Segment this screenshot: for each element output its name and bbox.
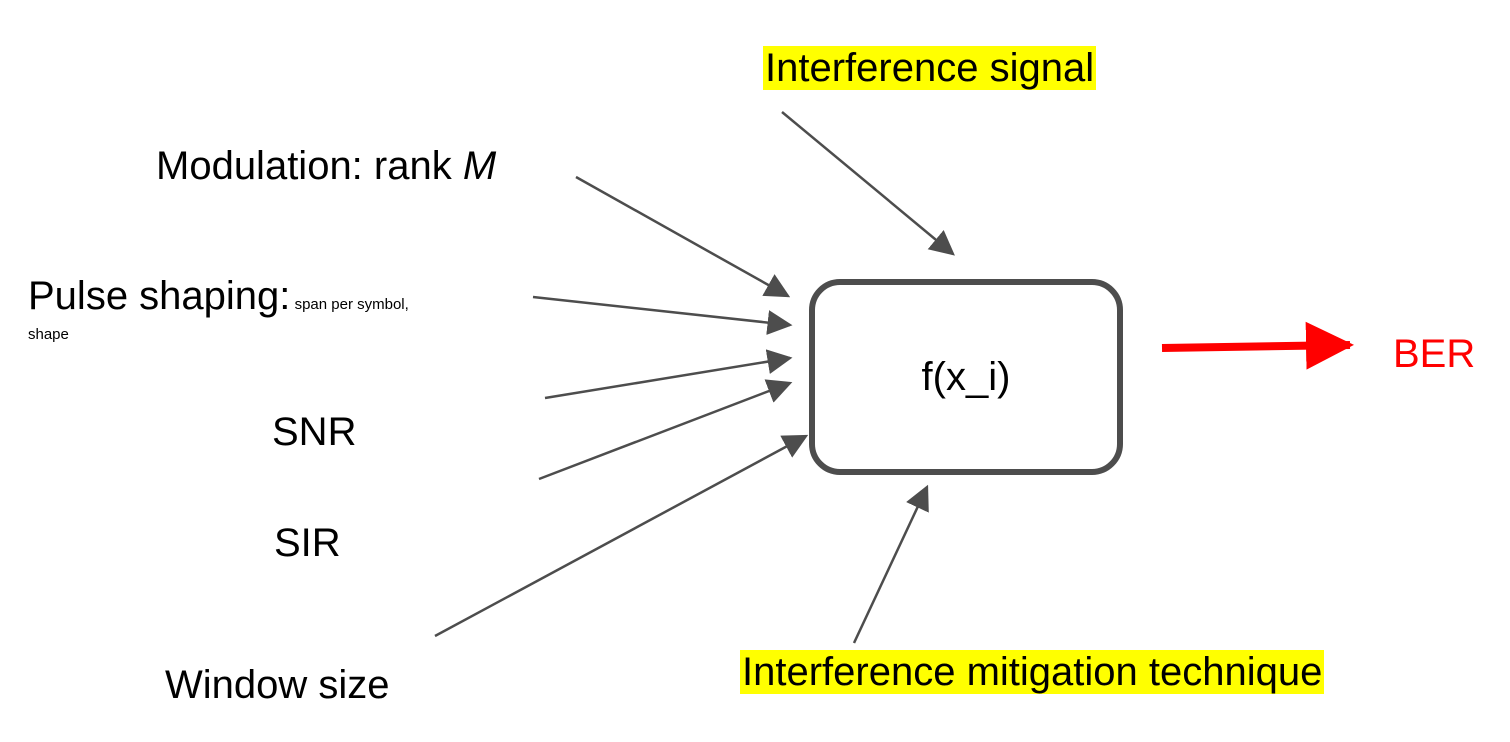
modulation-symbol: M: [462, 144, 497, 188]
pulse-shaping-detail-cont: shape: [28, 327, 69, 342]
interference-signal-label: Interference signal: [763, 46, 1097, 90]
block-function-text: f(x_i): [921, 355, 1011, 399]
modulation-text: Modulation: rank: [156, 144, 463, 188]
pulse-shaping-label: Pulse shaping: span per symbol,: [28, 276, 409, 316]
pulse-shaping-text: Pulse shaping:: [28, 274, 291, 318]
sir-label: SIR: [274, 523, 341, 563]
arrow-modulation: [575, 175, 791, 298]
arrow-sir: [538, 379, 793, 481]
block-label: f(x_i): [812, 282, 1120, 472]
arrow-window-size: [434, 434, 809, 638]
arrow-output-ber: [1161, 321, 1354, 370]
arrow-interference-signal: [781, 111, 955, 256]
ber-text: BER: [1393, 332, 1476, 376]
interference-signal-text: Interference signal: [763, 46, 1097, 90]
pulse-shaping-shape-text: shape: [28, 326, 69, 343]
window-size-label: Window size: [165, 665, 390, 705]
snr-label: SNR: [272, 412, 356, 452]
ber-output-label: BER: [1393, 334, 1475, 374]
pulse-shaping-detail: span per symbol,: [290, 296, 409, 313]
process-block: [809, 279, 1123, 475]
sir-text: SIR: [274, 521, 341, 565]
arrow-mitigation: [852, 484, 929, 644]
window-size-text: Window size: [165, 663, 390, 707]
snr-text: SNR: [272, 410, 357, 454]
mitigation-text: Interference mitigation technique: [740, 650, 1325, 694]
mitigation-label: Interference mitigation technique: [740, 650, 1325, 694]
arrow-snr: [544, 349, 793, 400]
modulation-label: Modulation: rank M: [156, 146, 496, 186]
arrow-pulse-shaping: [532, 295, 793, 335]
